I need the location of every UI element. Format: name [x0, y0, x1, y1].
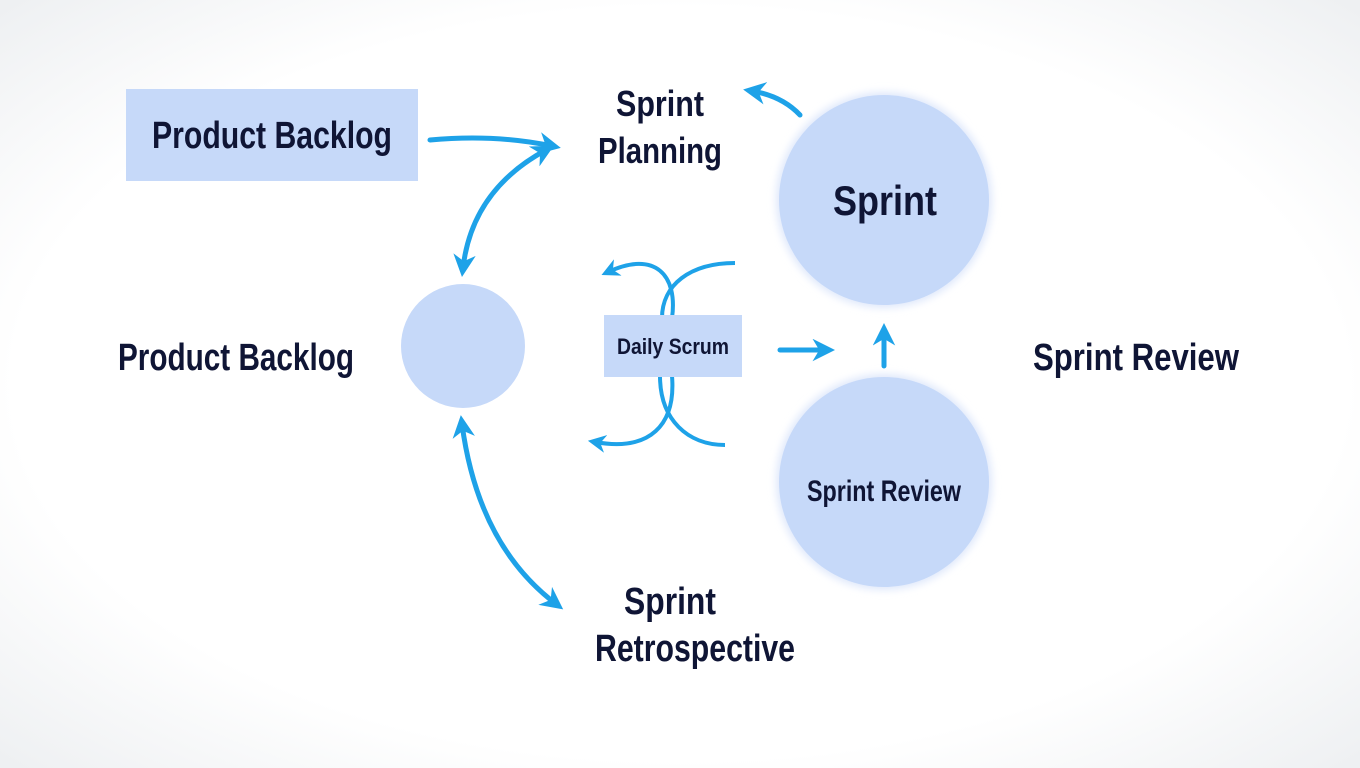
sprint-planning-label-2: Planning — [598, 130, 722, 171]
sprint-review-circle — [779, 377, 989, 587]
arrow-planning-backlog — [453, 145, 554, 277]
loop-top-left-arrow — [601, 259, 675, 319]
arrow-backlog-to-planning — [427, 132, 561, 155]
sprint-planning-label-1: Sprint — [616, 83, 704, 124]
loop-bottom-left-arrow — [587, 375, 675, 453]
daily-scrum-label: Daily Scrum — [617, 334, 729, 359]
sprint-circle — [779, 95, 989, 305]
sprint-review-label: Sprint Review — [1033, 337, 1239, 379]
daily-scrum-box — [604, 315, 742, 377]
product-backlog-box — [126, 89, 418, 181]
loop-top-right — [660, 261, 736, 319]
arrow-sprint-to-planning — [743, 82, 803, 118]
product-backlog-label: Product Backlog — [118, 337, 354, 379]
backlog-circle — [401, 284, 525, 408]
sprint-review-circle-label: Sprint Review — [807, 475, 962, 508]
product-backlog-box-label: Product Backlog — [152, 115, 392, 157]
sprint-retrospective-label-1: Sprint — [624, 581, 716, 623]
loop-bottom-right — [658, 375, 726, 447]
sprint-retrospective-label-2: Retrospective — [595, 628, 795, 670]
arrow-backlog-retro — [452, 415, 564, 610]
sprint-circle-label: Sprint — [833, 177, 937, 224]
